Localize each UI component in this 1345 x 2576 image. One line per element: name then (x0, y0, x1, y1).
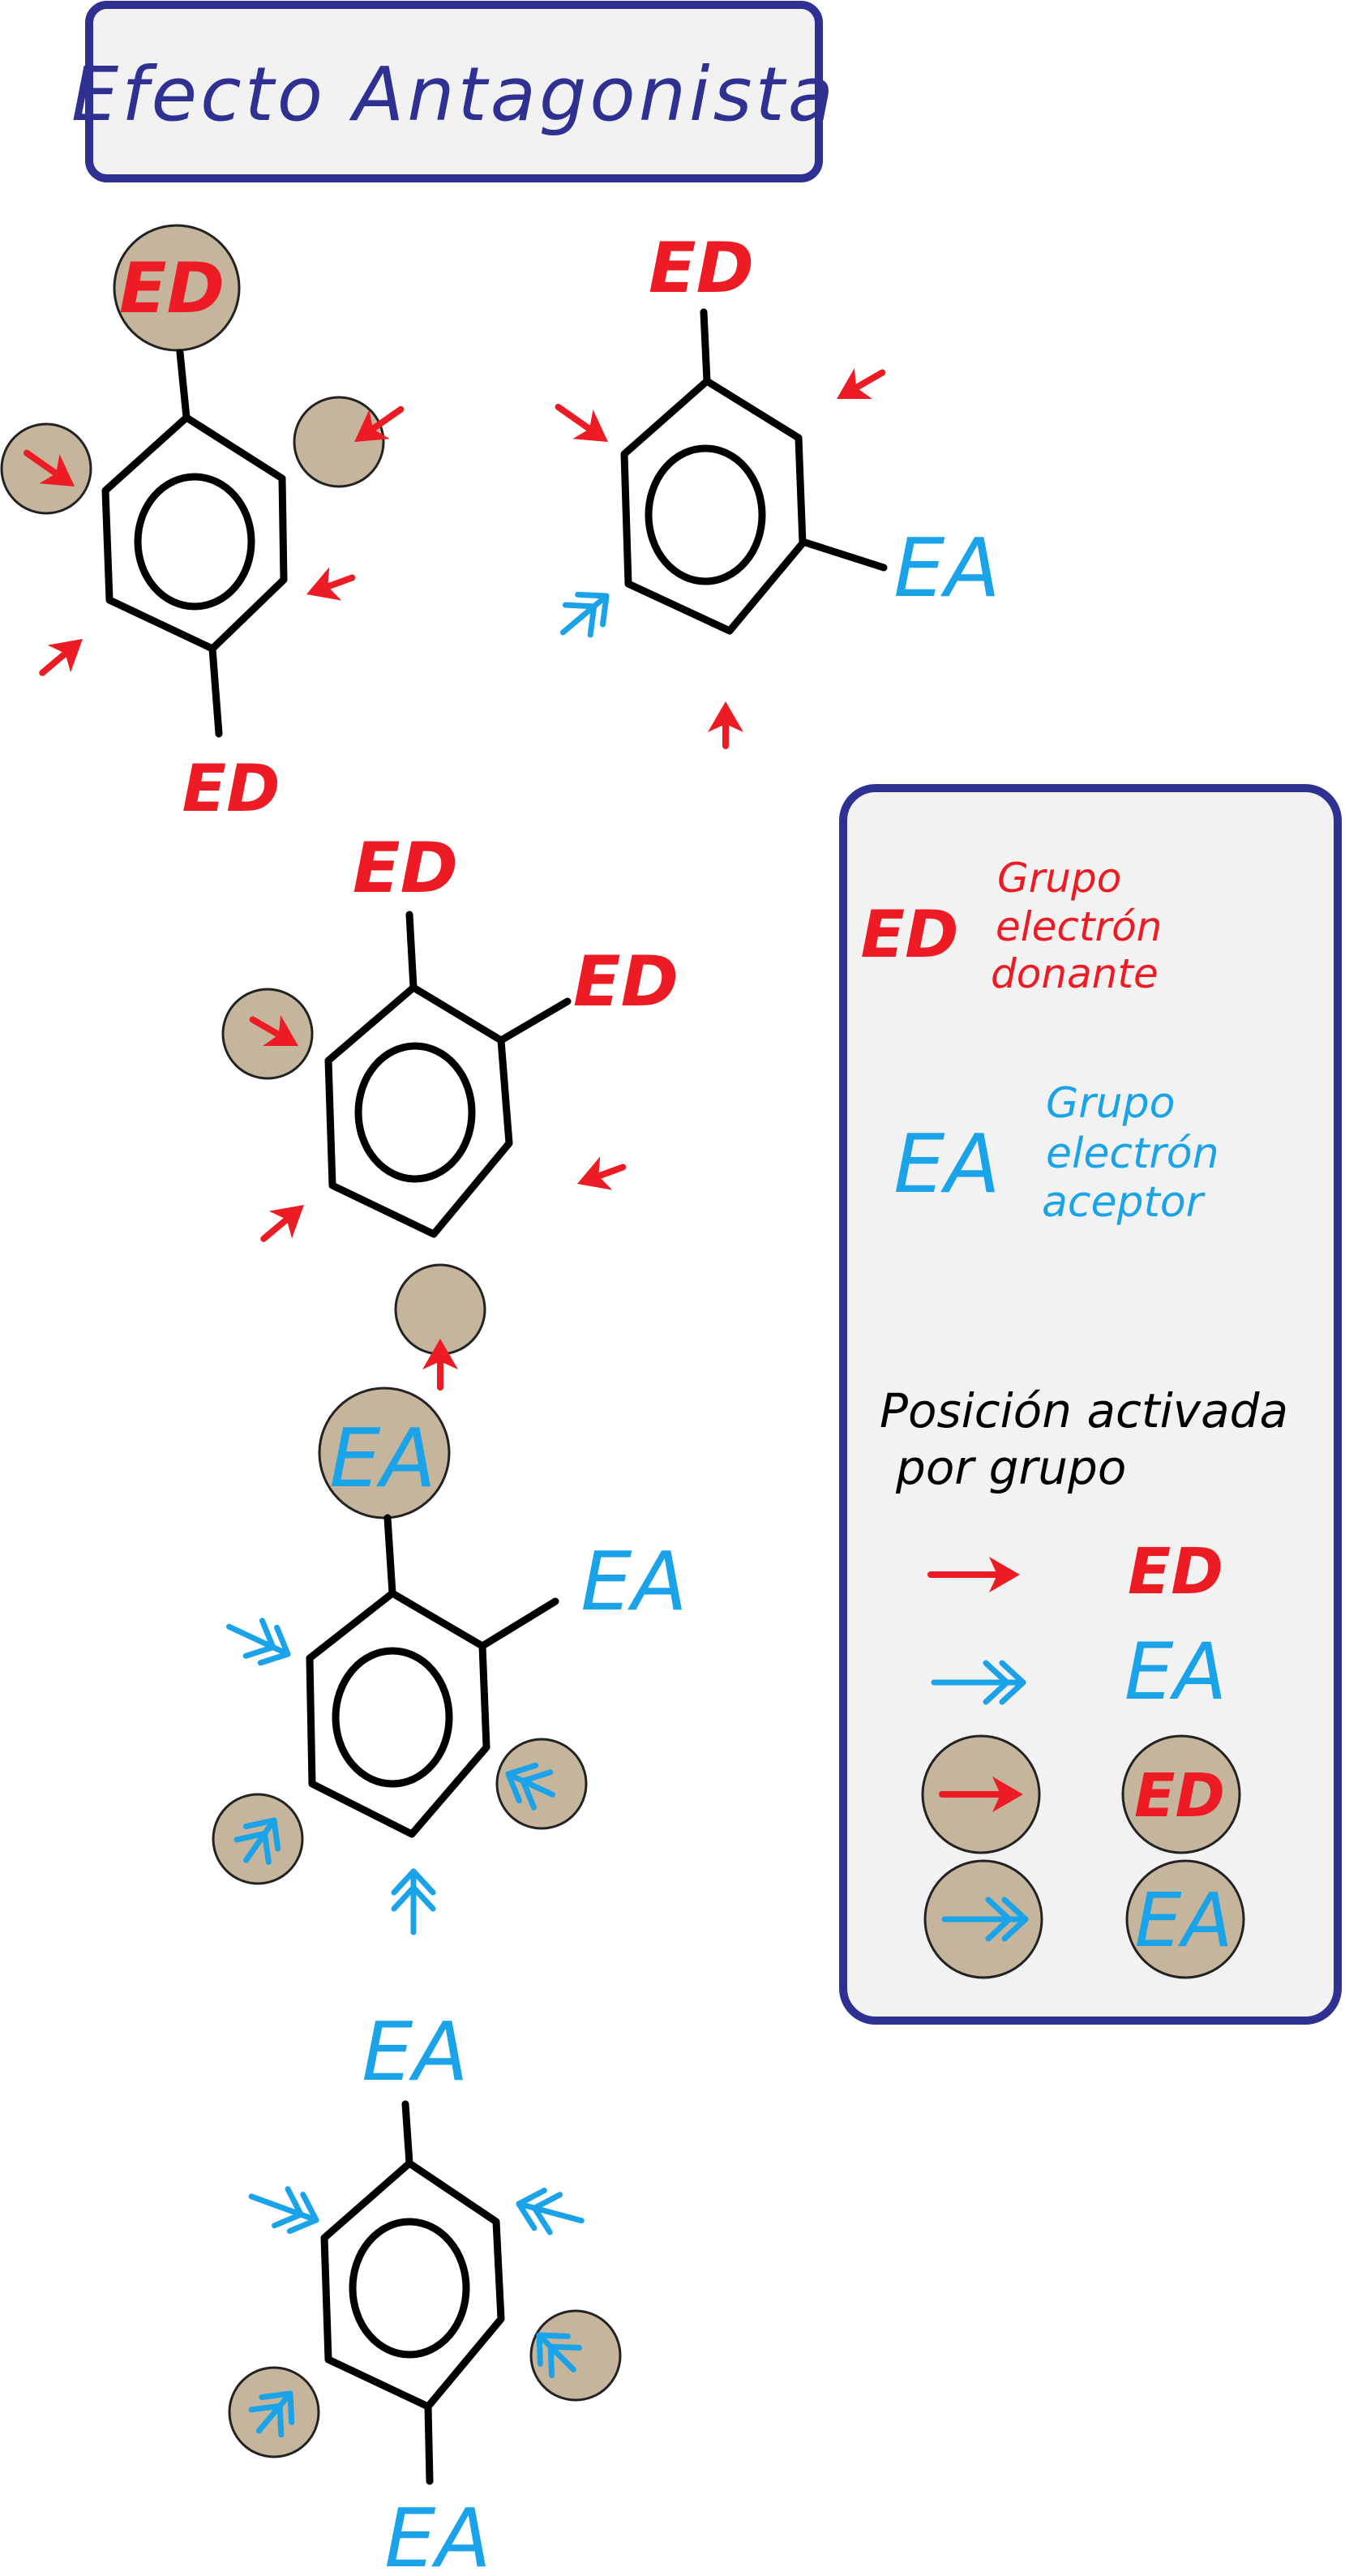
bond (176, 349, 191, 422)
highlight-circle (113, 224, 241, 352)
molecule-ortho-ed-ed: ED ED (221, 828, 679, 1356)
ea-activation-arrow-icon (536, 2332, 582, 2378)
ed-activation-arrow-icon (39, 639, 83, 676)
ed-activation-arrow-icon (422, 1339, 458, 1391)
ea-activation-arrow-icon (225, 1618, 291, 1666)
legend-panel: ED Grupo electrón donante EA Grupo elect… (839, 784, 1342, 2025)
ea-activation-arrow-icon (931, 1660, 1026, 1705)
aromatic-circle (645, 444, 766, 585)
ea-activation-arrow-icon (559, 591, 610, 638)
ea-label: EA (384, 2491, 491, 2576)
ed-activation-arrow-icon (249, 1014, 298, 1047)
bond (700, 308, 711, 385)
ed-activation-arrow-icon (837, 367, 886, 400)
activated-position-circle (221, 988, 314, 1080)
legend-circle (1121, 1734, 1241, 1854)
bond (405, 911, 418, 992)
ea-activation-arrow-icon (248, 2390, 295, 2438)
aromatic-circle (354, 1042, 476, 1183)
bond (424, 2402, 434, 2485)
molecule-para-ea-ea: EA EA (228, 2004, 622, 2576)
legend-ea-symbol: EA (893, 1117, 1000, 1211)
ed-activation-arrow-icon (708, 701, 743, 749)
ed-activation-arrow-icon (24, 449, 75, 486)
ed-label: ED (573, 941, 679, 1022)
legend-heading-2: por grupo (895, 1440, 1126, 1495)
legend-ea-desc-3: aceptor (1042, 1178, 1206, 1227)
bond (208, 645, 223, 738)
bond (478, 1597, 559, 1650)
molecule-ortho-ea-ea: EA EA (212, 1387, 687, 1885)
legend-circled-ea-label: EA (1134, 1877, 1232, 1964)
ed-activation-arrow-icon (927, 1557, 1020, 1592)
bond (799, 538, 888, 572)
ea-label: EA (362, 2004, 469, 2099)
activated-position-circle (293, 396, 385, 488)
bond (497, 997, 572, 1044)
ea-activation-arrow-icon (391, 1868, 436, 1935)
ea-label: EA (893, 521, 1000, 615)
legend-ea-desc-1: Grupo (1046, 1079, 1175, 1128)
benzene-ring (324, 984, 513, 1238)
activated-position-circle (529, 2309, 622, 2402)
ea-label: EA (580, 1534, 687, 1629)
legend-ed-desc-1: Grupo (997, 855, 1121, 902)
legend-ea-desc-2: electrón (1046, 1129, 1219, 1178)
ea-activation-arrow-icon (941, 1897, 1029, 1942)
ed-activation-arrow-icon (260, 1205, 304, 1242)
ed-activation-arrow-icon (555, 403, 608, 442)
ed-activation-arrow-icon (939, 1777, 1023, 1812)
ed-label: ED (649, 228, 754, 309)
aromatic-circle (349, 2218, 470, 2359)
legend-row-ed-label: ED (1128, 1536, 1223, 1609)
legend-circled-ed-label: ED (1134, 1761, 1225, 1831)
benzene-ring (101, 414, 288, 653)
molecule-para-ed-ed: ED ED (0, 224, 385, 826)
ed-activation-arrow-icon (577, 1156, 627, 1190)
ea-activation-arrow-icon (248, 2186, 319, 2235)
aromatic-circle (134, 473, 255, 611)
ea-label: EA (329, 1411, 436, 1506)
arrow-layer (24, 367, 1029, 2438)
ea-activation-arrow-icon (233, 1817, 281, 1865)
ea-activation-arrow-icon (516, 2188, 585, 2235)
activated-position-circle (495, 1738, 588, 1830)
title-box: Efecto Antagonista (71, 1, 837, 182)
legend-ed-desc-2: electrón (996, 903, 1162, 950)
title-text: Efecto Antagonista (71, 51, 837, 138)
legend-circle (1125, 1859, 1245, 1979)
legend-row-ea-label: EA (1124, 1627, 1227, 1717)
legend-heading-1: Posición activada (880, 1383, 1288, 1438)
legend-ed-desc-3: donante (991, 950, 1159, 997)
bond (401, 2100, 413, 2167)
bond (383, 1514, 396, 1597)
aromatic-circle (332, 1647, 453, 1788)
legend-ed-symbol: ED (860, 897, 958, 972)
ed-label: ED (119, 248, 225, 329)
ed-activation-arrow-icon (306, 567, 356, 601)
ed-label: ED (353, 828, 458, 909)
ed-label: ED (182, 751, 280, 826)
benzene-ring (306, 1589, 490, 1838)
benzene-ring (620, 377, 807, 635)
ea-activation-arrow-icon (505, 1762, 555, 1811)
molecule-meta-ed-ea: ED EA (620, 228, 1000, 635)
ed-activation-arrow-icon (354, 405, 405, 442)
